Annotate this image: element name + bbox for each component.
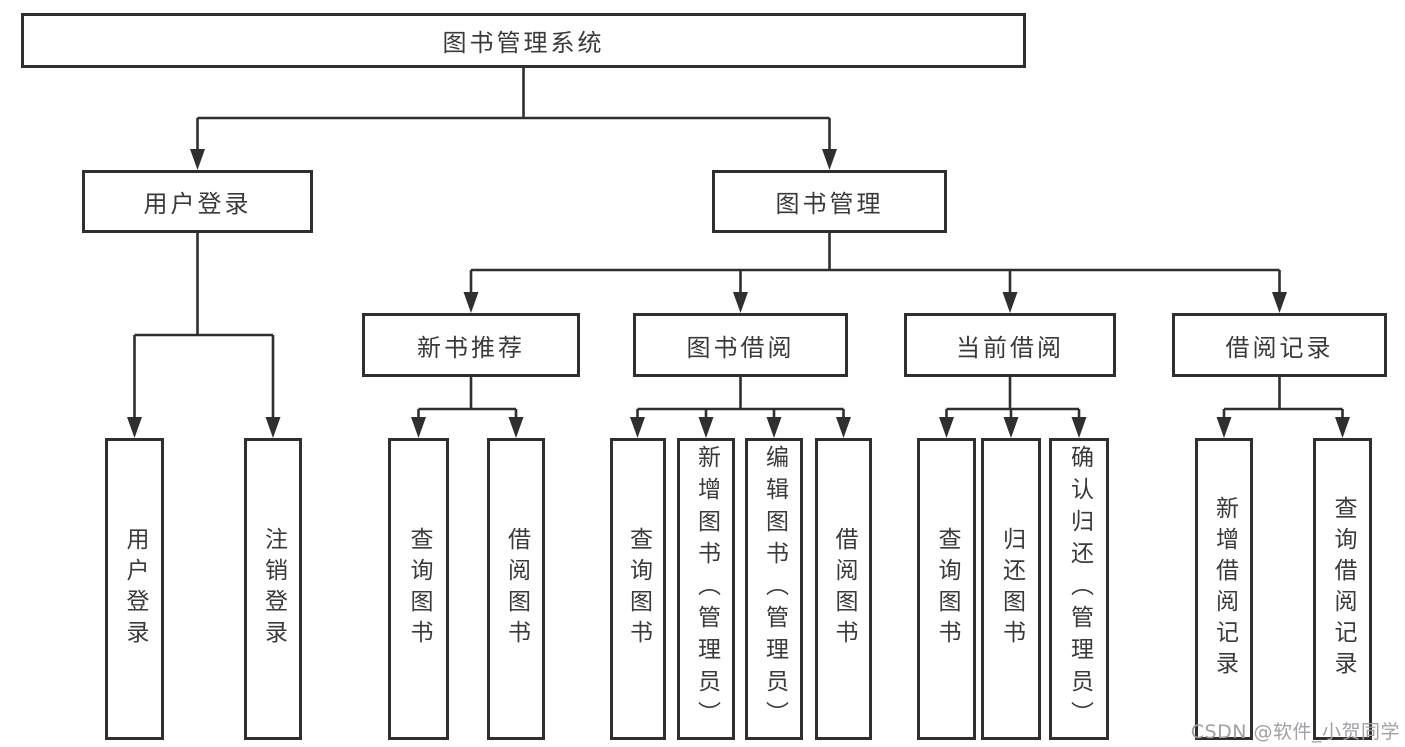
connector-paths: [133, 68, 1344, 434]
leaf-newbook-query-books: 查询图书: [388, 438, 449, 740]
leaf-current-query-books: 查询图书: [917, 438, 976, 740]
leaf-borrow-query-books: 查询图书: [610, 438, 666, 740]
node-current-borrowing: 当前借阅: [904, 313, 1116, 377]
csdn-watermark: CSDN @软件_小贺同学: [1190, 721, 1400, 743]
leaf-return-books: 归还图书: [981, 438, 1041, 740]
node-root: 图书管理系统: [21, 13, 1026, 68]
leaf-borrow-books: 借阅图书: [815, 438, 872, 740]
leaf-logout: 注销登录: [244, 438, 302, 740]
node-new-book-recommend: 新书推荐: [362, 313, 580, 377]
leaf-query-borrow-record: 查询借阅记录: [1313, 438, 1372, 740]
leaf-edit-books-admin: 编辑图书（管理员）: [745, 438, 803, 740]
node-user-login: 用户登录: [82, 170, 313, 233]
node-book-management: 图书管理: [712, 170, 947, 233]
leaf-newbook-borrow-books: 借阅图书: [487, 438, 545, 740]
leaf-confirm-return-admin: 确认归还（管理员）: [1049, 438, 1109, 740]
node-borrowing-records: 借阅记录: [1172, 313, 1387, 377]
leaf-add-books-admin: 新增图书（管理员）: [677, 438, 735, 740]
node-book-borrowing: 图书借阅: [633, 313, 848, 377]
leaf-user-login: 用户登录: [105, 438, 164, 740]
arrowheads: [127, 149, 1350, 438]
leaf-add-borrow-record: 新增借阅记录: [1195, 438, 1253, 740]
